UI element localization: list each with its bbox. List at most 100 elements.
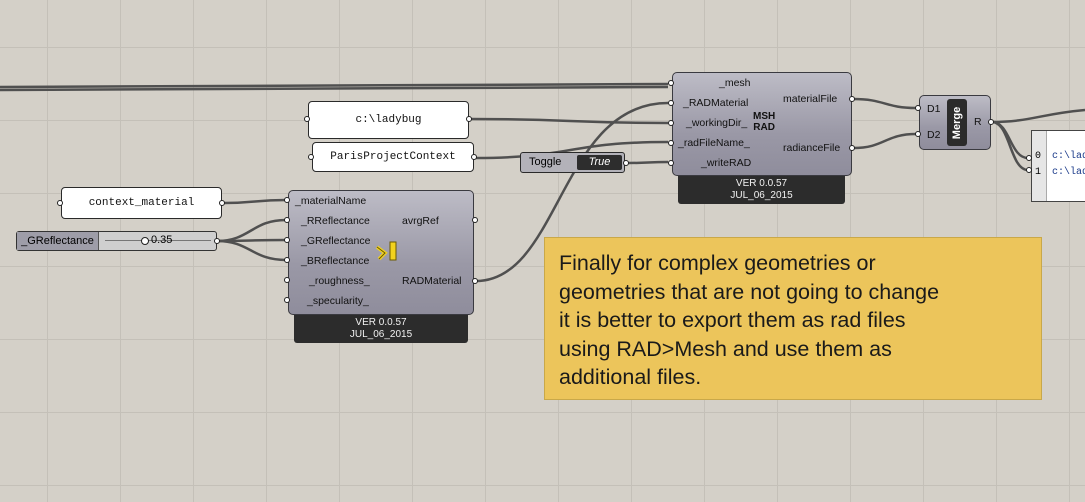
mesh-to-rad-in-3[interactable] [668, 120, 674, 126]
working-dir-input-grip[interactable] [304, 116, 310, 122]
mesh-to-rad-component[interactable]: _mesh _RADMaterial _workingDir_ _radFile… [672, 72, 852, 176]
input-mesh: _mesh [719, 77, 751, 89]
output-material-file: materialFile [783, 93, 838, 105]
rad-material-in-5[interactable] [284, 277, 290, 283]
mesh-to-rad-version: VER 0.0.57 JUL_06_2015 [678, 176, 845, 204]
version-text: VER 0.0.57 [355, 317, 407, 328]
mesh-to-rad-out-1[interactable] [849, 96, 855, 102]
write-rad-toggle[interactable]: Toggle True [520, 152, 625, 173]
wire-path [469, 117, 669, 125]
date-text: JUL_06_2015 [730, 190, 793, 201]
context-material-panel[interactable]: context_material [61, 187, 222, 219]
rad-material-out-2[interactable] [472, 278, 478, 284]
radiance-material-component[interactable]: _materialName _RReflectance _GReflectanc… [288, 190, 474, 315]
row-value: c:\lad [1052, 151, 1085, 162]
note-line: geometries that are not going to change [559, 279, 940, 304]
note-line: Finally for complex geometries or [559, 251, 876, 275]
output-panel[interactable]: 0 c:\lad 1 c:\lad [1031, 130, 1085, 202]
project-name-panel[interactable]: ParisProjectContext [312, 142, 474, 172]
output-rad-material: RADMaterial [402, 275, 462, 287]
wire-radmaterial [475, 101, 669, 283]
input-specularity: _specularity_ [307, 295, 369, 307]
date-text: JUL_06_2015 [349, 329, 413, 340]
slider-name-box: _GReflectance [17, 232, 99, 250]
merge-title: Merge [951, 106, 963, 139]
project-name-input-grip[interactable] [308, 154, 314, 160]
project-name-output-grip[interactable] [471, 154, 477, 160]
input-g-reflectance: _GReflectance [301, 235, 371, 247]
working-dir-text: c:\ladybug [355, 114, 422, 126]
input-b-reflectance: _BReflectance [301, 255, 370, 267]
slider-output-grip[interactable] [214, 238, 220, 244]
wire-context-material [223, 198, 287, 205]
version-text: VER 0.0.57 [735, 178, 788, 189]
merge-out[interactable] [988, 119, 994, 125]
wire-toggle [627, 160, 669, 165]
merge-title-box: Merge [947, 99, 967, 146]
context-material-input-grip[interactable] [57, 200, 63, 206]
input-working-dir: _workingDir_ [686, 117, 748, 129]
project-name-text: ParisProjectContext [330, 151, 456, 163]
input-rad-file-name: _radFileName_ [678, 137, 750, 149]
output-row: 0 c:\lad [1035, 151, 1085, 162]
mesh-to-rad-in-2[interactable] [668, 100, 674, 106]
slider-name: _GReflectance [21, 235, 94, 247]
rad-material-in-4[interactable] [284, 257, 290, 263]
rad-material-out-1[interactable] [472, 217, 478, 223]
working-dir-panel[interactable]: c:\ladybug [308, 101, 469, 139]
merge-input-d1: D1 [927, 103, 941, 115]
ladybug-material-icon [375, 241, 397, 261]
rad-material-in-6[interactable] [284, 297, 290, 303]
slider-track[interactable] [105, 240, 211, 241]
msh-rad-icon: MSH RAD [753, 111, 775, 133]
note-line: it is better to export them as rad files [559, 308, 906, 332]
note-line: using RAD>Mesh and use them as [559, 336, 892, 361]
mesh-to-rad-out-2[interactable] [849, 145, 855, 151]
context-material-text: context_material [88, 197, 195, 209]
merge-in-1[interactable] [915, 105, 921, 111]
note-line: additional files. [559, 365, 702, 389]
mesh-to-rad-in-1[interactable] [668, 80, 674, 86]
wire-slider-b [216, 239, 287, 262]
row-value: c:\lad [1052, 167, 1085, 178]
wire-mesh-input-2 [0, 85, 669, 92]
output-avrg-ref: avrgRef [402, 215, 439, 227]
output-row: 1 c:\lad [1035, 167, 1085, 178]
working-dir-output-grip[interactable] [466, 116, 472, 122]
wire-merge-out-3 [991, 108, 1085, 124]
wire-mesh-input [0, 82, 669, 89]
wire-project [475, 140, 669, 160]
radiance-material-version: VER 0.0.57 JUL_06_2015 [294, 315, 468, 343]
input-material-name: _materialName [295, 195, 367, 207]
slider-knob[interactable] [141, 237, 149, 245]
mesh-to-rad-in-5[interactable] [668, 160, 674, 166]
icon-line-1: MSH [753, 111, 776, 122]
wire-merge-out-2 [991, 120, 1029, 172]
output-panel-index-column [1032, 131, 1047, 201]
wire-merge-out-1 [991, 120, 1029, 160]
rad-material-in-2[interactable] [284, 217, 290, 223]
input-r-reflectance: _RReflectance [301, 215, 370, 227]
greflectance-slider[interactable]: _GReflectance 0.35 [16, 231, 217, 251]
input-write-rad: _writeRAD [701, 157, 752, 169]
toggle-state-box[interactable]: True [577, 155, 622, 170]
output-panel-in-1[interactable] [1026, 155, 1032, 161]
output-panel-in-2[interactable] [1026, 167, 1032, 173]
toggle-output-grip[interactable] [623, 160, 629, 166]
merge-in-2[interactable] [915, 131, 921, 137]
context-material-output-grip[interactable] [219, 200, 225, 206]
merge-input-d2: D2 [927, 129, 941, 141]
merge-component[interactable]: D1 D2 Merge R [919, 95, 991, 150]
wire-material-file [852, 97, 917, 110]
toggle-state: True [588, 156, 611, 168]
input-roughness: _roughness_ [309, 275, 370, 287]
row-index: 1 [1035, 167, 1042, 178]
slider-value: 0.35 [151, 234, 173, 246]
rad-material-in-1[interactable] [284, 197, 290, 203]
mesh-to-rad-in-4[interactable] [668, 140, 674, 146]
output-radiance-file: radianceFile [783, 142, 841, 154]
rad-material-in-3[interactable] [284, 237, 290, 243]
icon-line-2: RAD [753, 122, 775, 133]
input-rad-material: _RADMaterial [683, 97, 749, 109]
